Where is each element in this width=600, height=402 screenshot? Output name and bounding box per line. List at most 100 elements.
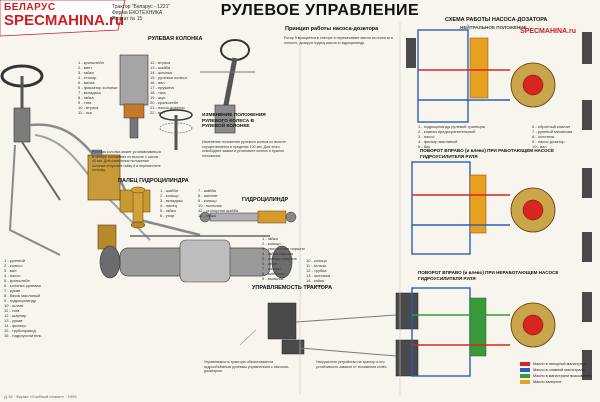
legend-item: 11 - ось <box>78 110 93 115</box>
legend-item: 3 - насос <box>418 134 435 139</box>
left-legend: 1 - рулевой 2 - колесо 3 - вал 4 - насос… <box>4 258 42 338</box>
legend-item: 9 - кольцо <box>198 198 217 203</box>
note-bottom: Нагрузочное устройство на трактор и его … <box>316 360 388 369</box>
oil-tank-drawing <box>87 149 121 201</box>
key-row: Масло запертое <box>520 380 591 384</box>
legend-item: 12 - трубка <box>306 268 327 273</box>
legend-item: 13 - рукав <box>4 318 23 323</box>
heading-turn-working: ПОВОРОТ ВПРАВО (и влево) ПРИ РАБОТАЮЩЕМ … <box>420 148 555 159</box>
legend-item: 16 - гидроусилитель <box>4 333 42 338</box>
hydrocylinder-drawing <box>199 210 297 224</box>
finger-legend-2: 7 - шайба 8 - шплинт 9 - кольцо 10 - пыл… <box>198 188 238 218</box>
heading-neutral: НЕЙТРАЛЬНОЕ ПОЛОЖЕНИЕ <box>460 25 527 30</box>
legend-item: 15 - ушко <box>306 283 324 288</box>
legend-item: 9 - пыльник <box>262 276 284 281</box>
legend-item: 11 - гильза <box>306 263 326 268</box>
legend-item: 11 - тяга <box>4 308 20 313</box>
legend-item: 15 - трубопровод <box>4 328 36 333</box>
pump-legend: 1 - гидроцилиндр рулевой трапеции 2 - кл… <box>418 124 485 149</box>
legend-item: 10 - втулка <box>78 105 99 110</box>
legend-item: 11 - стопорная шайба <box>198 208 239 213</box>
legend-item: 8 - гайка <box>78 95 94 100</box>
header-info: Трактор "Беларус - 1221" Фирма ЕКОТЕХНИК… <box>112 4 172 22</box>
page-title: РУЛЕВОЕ УПРАВЛЕНИЕ <box>220 2 420 19</box>
watermark: SPECMAHINA.ru <box>520 28 577 35</box>
key-swatch <box>520 380 530 384</box>
legend-item: 7 - рукав <box>4 288 21 293</box>
legend-item: 14 - гайка <box>306 278 324 283</box>
legend-item: 5 - кронштейн <box>4 278 30 283</box>
legend-item: 6 - обратный клапан <box>532 124 570 129</box>
legend-item: 7 - вкладыш <box>78 90 101 95</box>
legend-item: 7 - шайба <box>198 188 216 193</box>
heading-cylinder: ГИДРОЦИЛИНДР <box>242 197 289 203</box>
legend-item: 12 - гайка <box>198 213 216 218</box>
legend-item: 3 - уплотнение поршня <box>262 246 305 251</box>
legend-item: 9 - гидроцилиндр <box>4 298 37 303</box>
note-column: Рулевая колонка может устанавливаться в … <box>92 150 161 173</box>
color-key: Масло в напорной магистрали Масло в слив… <box>520 362 591 386</box>
heading-manageability: УПРАВЛЯЕМОСТЬ ТРАКТОРА <box>252 285 333 291</box>
heading-principle: Принцип работы насоса-дозатора <box>285 26 379 32</box>
legend-item: 13 - шайба <box>150 65 171 70</box>
legend-item: 8 - манжета <box>262 271 284 276</box>
legend-item: 9 - тяга <box>78 100 92 105</box>
legend-item: 7 - кольцо <box>262 266 281 271</box>
legend-item: 15 - рулевое колесо <box>150 75 188 80</box>
legend-item: 8 - золотник <box>532 134 555 139</box>
brand-line1: БЕЛАРУС <box>4 2 56 13</box>
heading-turn-not-working: ПОВОРОТ ВПРАВО (и влево) ПРИ НЕРАБОТАЮЩЕ… <box>418 270 559 281</box>
legend-item: 1 - гайка <box>262 236 278 241</box>
header-info-line: Фирма ЕКОТЕХНИКА <box>112 10 163 16</box>
legend-item: 12 - втулка <box>150 60 171 65</box>
pump-legend-2: 6 - обратный клапан 7 - рулевой механизм… <box>532 124 572 149</box>
legend-item: 2 - винт <box>78 65 93 70</box>
cylinder-legend: 1 - гайка 2 - кольцо 3 - уплотнение порш… <box>262 236 305 281</box>
key-row: Масло в напорной магистрали <box>520 362 591 366</box>
legend-item: 5 - вилка <box>78 80 95 85</box>
legend-item: 6 - упор <box>160 213 175 218</box>
legend-item: 20 - кронштейн <box>150 100 179 105</box>
note-manageability: Управляемость трактора обеспечивается ги… <box>204 360 290 374</box>
legend-item: 6 - колонка рулевая <box>4 283 41 288</box>
legend-item: 12 - шарнир <box>4 313 27 318</box>
legend-item: 22 - вал <box>150 110 165 115</box>
legend-item: 8 - шплинт <box>198 193 218 198</box>
key-label: Масло в сливной магистрали <box>533 368 585 372</box>
legend-item: 3 - вал <box>4 268 17 273</box>
note-principle: Ротор 9 вращается в статоре и перекачива… <box>284 36 393 45</box>
legend-item: 1 - кронштейн <box>78 60 104 65</box>
front-axle-drawing <box>99 235 293 283</box>
heading-wheel-change: ИЗМЕНЕНИЕ ПОЛОЖЕНИЯ РУЛЕВОГО КОЛЕСА В РУ… <box>202 113 266 129</box>
pump-schematic-3 <box>411 287 592 380</box>
heading-steering-column: РУЛЕВАЯ КОЛОНКА <box>148 36 203 42</box>
header-info-line: Плакат № 15 <box>112 16 143 22</box>
legend-item: 14 - шпонка <box>150 70 172 75</box>
legend-item: 10 - вал <box>532 144 547 149</box>
legend-item: 1 - гидроцилиндр рулевой трапеции <box>418 124 485 129</box>
legend-item: 6 - фиксатор колонки <box>78 85 118 90</box>
legend-item: 1 - шайба <box>160 188 178 193</box>
heading-pump-scheme: СХЕМА РАБОТЫ НАСОСА-ДОЗАТОРА <box>445 17 548 23</box>
legend-item: 16 - вал <box>150 80 165 85</box>
legend-item: 2 - кольцо <box>160 193 179 198</box>
key-label: Масло в напорной магистрали <box>533 362 588 366</box>
pump-schematic-2 <box>411 161 592 262</box>
legend-item: 21 - насос-дозатор <box>150 105 185 110</box>
key-swatch <box>520 374 530 378</box>
legend-item: 2 - клапан предохранительный <box>418 129 476 134</box>
brand-line2: SPECMAHINA.ru <box>4 12 125 29</box>
key-row: Масло в сливной магистрали <box>520 368 591 372</box>
key-swatch <box>520 362 530 366</box>
pump-schematic-1 <box>406 29 592 130</box>
cylinder-legend-2: 10 - кольцо 11 - гильза 12 - трубка 13 -… <box>306 258 330 288</box>
column-legend: 1 - кронштейн 2 - винт 3 - гайка 4 - сто… <box>78 60 117 115</box>
legend-item: 7 - рулевой механизм <box>532 129 573 134</box>
legend-item: 10 - пыльник <box>198 203 222 208</box>
legend-item: 2 - кольцо <box>262 241 281 246</box>
legend-item: 5 - кольцо упорное <box>262 256 297 261</box>
heading-cylinder-finger: ПАЛЕЦ ГИДРОЦИЛИНДРА <box>118 178 189 184</box>
note-wheel: Изменение положения рулевого колеса по в… <box>202 140 287 158</box>
